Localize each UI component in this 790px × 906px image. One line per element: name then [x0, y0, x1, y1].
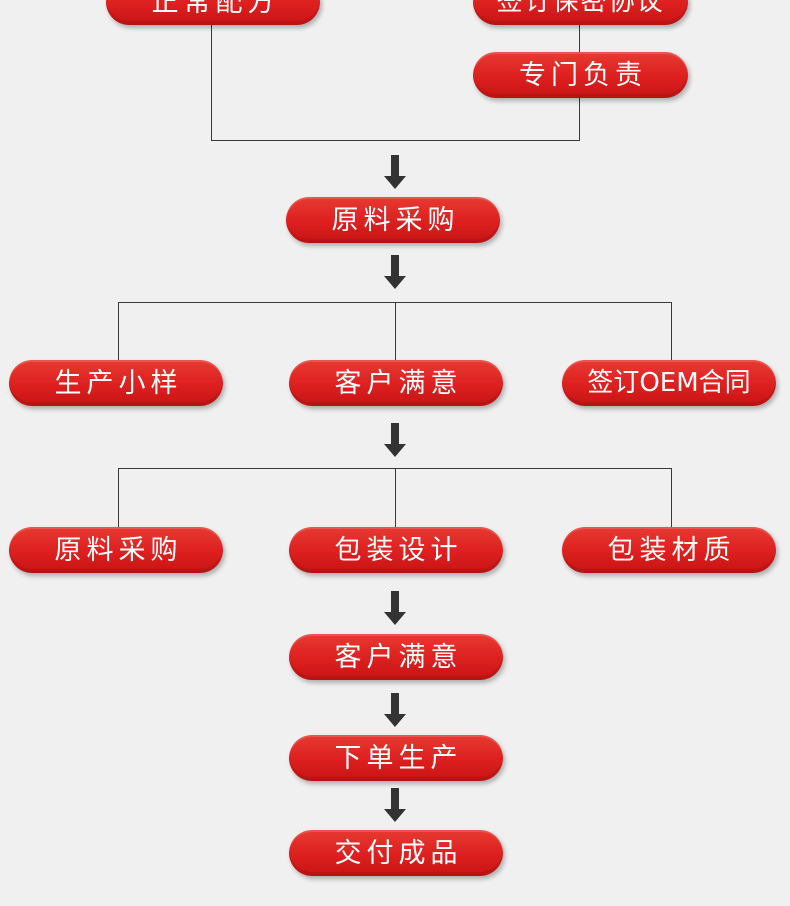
- step-normal-formula: 正常配方: [106, 0, 320, 25]
- down-arrow-icon: [384, 423, 406, 457]
- step-package-design: 包装设计: [289, 527, 503, 573]
- step-sign-confidentiality-agreement: 签订保密协议: [473, 0, 688, 25]
- step-customer-satisfied: 客户满意: [289, 634, 503, 680]
- connector-line: [579, 20, 580, 53]
- step-production-sample: 生产小样: [9, 360, 223, 406]
- step-package-material: 包装材质: [562, 527, 776, 573]
- step-customer-satisfied: 客户满意: [289, 360, 503, 406]
- step-dedicated-responsibility: 专门负责: [473, 52, 688, 98]
- connector-line: [671, 468, 672, 527]
- down-arrow-icon: [384, 693, 406, 727]
- connector-line: [395, 468, 396, 527]
- down-arrow-icon: [384, 591, 406, 625]
- down-arrow-icon: [384, 255, 406, 289]
- connector-line: [211, 140, 580, 141]
- connector-line: [671, 302, 672, 360]
- step-raw-material-purchase: 原料采购: [286, 197, 500, 243]
- down-arrow-icon: [384, 788, 406, 822]
- connector-line: [579, 97, 580, 141]
- step-sign-oem-contract: 签订OEM合同: [562, 360, 776, 406]
- connector-line: [395, 302, 396, 360]
- connector-line: [118, 468, 119, 527]
- down-arrow-icon: [384, 155, 406, 189]
- connector-line: [211, 20, 212, 141]
- connector-line: [118, 302, 119, 360]
- step-deliver-finished-product: 交付成品: [289, 830, 503, 876]
- step-place-order-production: 下单生产: [289, 735, 503, 781]
- step-raw-material-purchase: 原料采购: [9, 527, 223, 573]
